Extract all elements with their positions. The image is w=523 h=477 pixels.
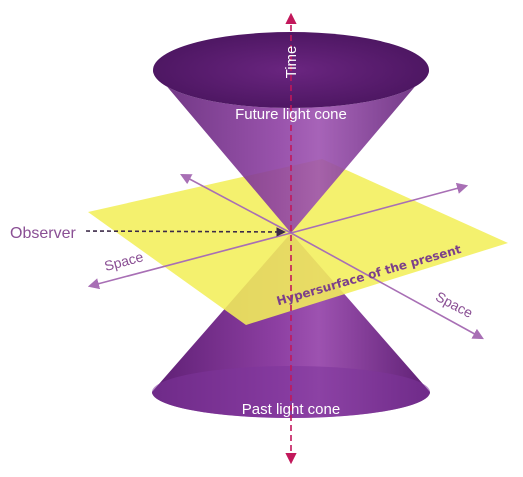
space-axis-back xyxy=(180,173,292,234)
space-right-label: Space xyxy=(433,288,476,321)
space-axis-front xyxy=(290,232,484,340)
time-axis-label: Time xyxy=(283,46,300,79)
hypersurface-plane xyxy=(88,159,508,325)
space-left-label: Space xyxy=(102,248,145,274)
space-axis-left xyxy=(87,232,292,290)
observer-pointer xyxy=(85,227,286,237)
future-cone-label: Future light cone xyxy=(235,106,347,123)
past-cone-label: Past light cone xyxy=(242,401,340,418)
space-axis-right xyxy=(290,182,469,234)
observer-label: Observer xyxy=(10,225,76,242)
